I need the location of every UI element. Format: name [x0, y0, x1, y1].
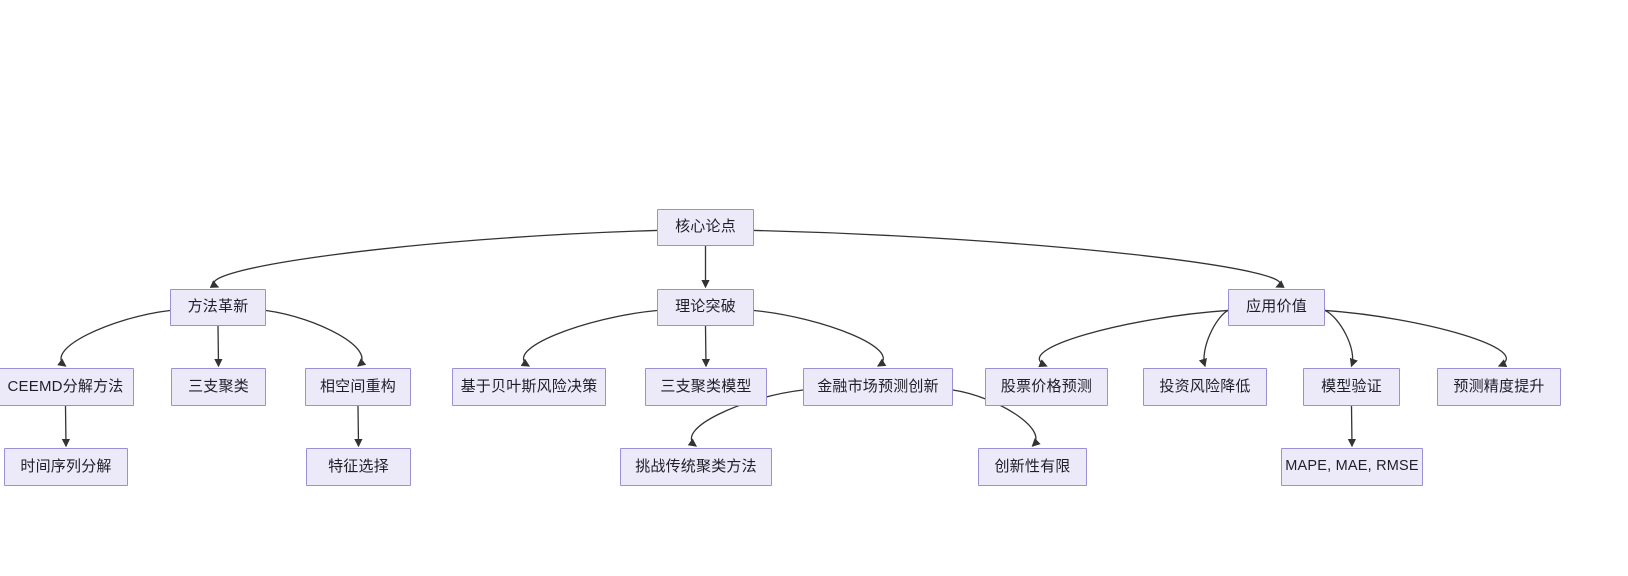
node-n2[interactable]: 理论突破 [657, 289, 754, 326]
edge-n1a-to-n1a1 [61, 405, 71, 448]
edge-n3-to-n3a [1038, 309, 1229, 367]
node-n3[interactable]: 应用价值 [1228, 289, 1325, 326]
edge-n1c-to-n1c1 [354, 405, 363, 448]
node-n2c1[interactable]: 挑战传统聚类方法 [620, 448, 772, 486]
node-label: 金融市场预测创新 [817, 377, 939, 395]
node-n3d[interactable]: 预测精度提升 [1437, 368, 1561, 406]
node-n3b[interactable]: 投资风险降低 [1143, 368, 1267, 406]
node-n2c2[interactable]: 创新性有限 [978, 448, 1087, 486]
node-n1c[interactable]: 相空间重构 [305, 368, 411, 406]
node-label: 模型验证 [1321, 377, 1382, 395]
node-n1b[interactable]: 三支聚类 [171, 368, 266, 406]
node-n2b[interactable]: 三支聚类模型 [645, 368, 767, 406]
node-n1c1[interactable]: 特征选择 [306, 448, 411, 486]
node-label: MAPE, MAE, RMSE [1285, 458, 1419, 475]
edge-n1-to-n1a [57, 309, 171, 367]
node-label: 时间序列分解 [20, 457, 112, 475]
edge-n3-to-n3d [1324, 309, 1508, 367]
node-label: 特征选择 [328, 457, 389, 475]
edge-n1-to-n1c [265, 309, 367, 367]
node-label: 创新性有限 [994, 457, 1071, 475]
node-label: 股票价格预测 [1000, 377, 1093, 395]
node-label: 基于贝叶斯风险决策 [460, 377, 598, 395]
node-label: CEEMD分解方法 [7, 377, 124, 395]
node-label: 挑战传统聚类方法 [635, 457, 757, 475]
node-n3c1[interactable]: MAPE, MAE, RMSE [1281, 448, 1423, 486]
edge-n3c-to-n3c1 [1347, 405, 1357, 448]
node-n2c[interactable]: 金融市场预测创新 [803, 368, 953, 406]
node-root[interactable]: 核心论点 [657, 209, 754, 246]
node-n2a[interactable]: 基于贝叶斯风险决策 [452, 368, 606, 406]
edge-n2-to-n2a [520, 309, 658, 367]
node-label: 相空间重构 [319, 377, 396, 395]
node-label: 投资风险降低 [1159, 377, 1251, 395]
node-n1a[interactable]: CEEMD分解方法 [0, 368, 134, 406]
node-label: 核心论点 [675, 218, 736, 236]
edge-n2-to-n2b [701, 325, 711, 368]
node-label: 三支聚类 [188, 377, 249, 395]
node-label: 理论突破 [675, 298, 736, 316]
node-n1[interactable]: 方法革新 [170, 289, 266, 326]
edge-n1-to-n1b [214, 325, 223, 368]
edge-n3-to-n3c [1324, 309, 1358, 368]
edge-root-to-n3 [753, 229, 1285, 288]
node-label: 方法革新 [187, 298, 249, 316]
node-label: 三支聚类模型 [660, 377, 752, 395]
node-n3c[interactable]: 模型验证 [1303, 368, 1400, 406]
node-n1a1[interactable]: 时间序列分解 [4, 448, 128, 486]
node-label: 预测精度提升 [1453, 377, 1545, 395]
node-n3a[interactable]: 股票价格预测 [985, 368, 1108, 406]
edge-n2-to-n2c [753, 309, 887, 367]
edge-n3-to-n3b [1198, 309, 1229, 368]
node-label: 应用价值 [1246, 298, 1307, 316]
edge-root-to-n1 [209, 229, 658, 288]
